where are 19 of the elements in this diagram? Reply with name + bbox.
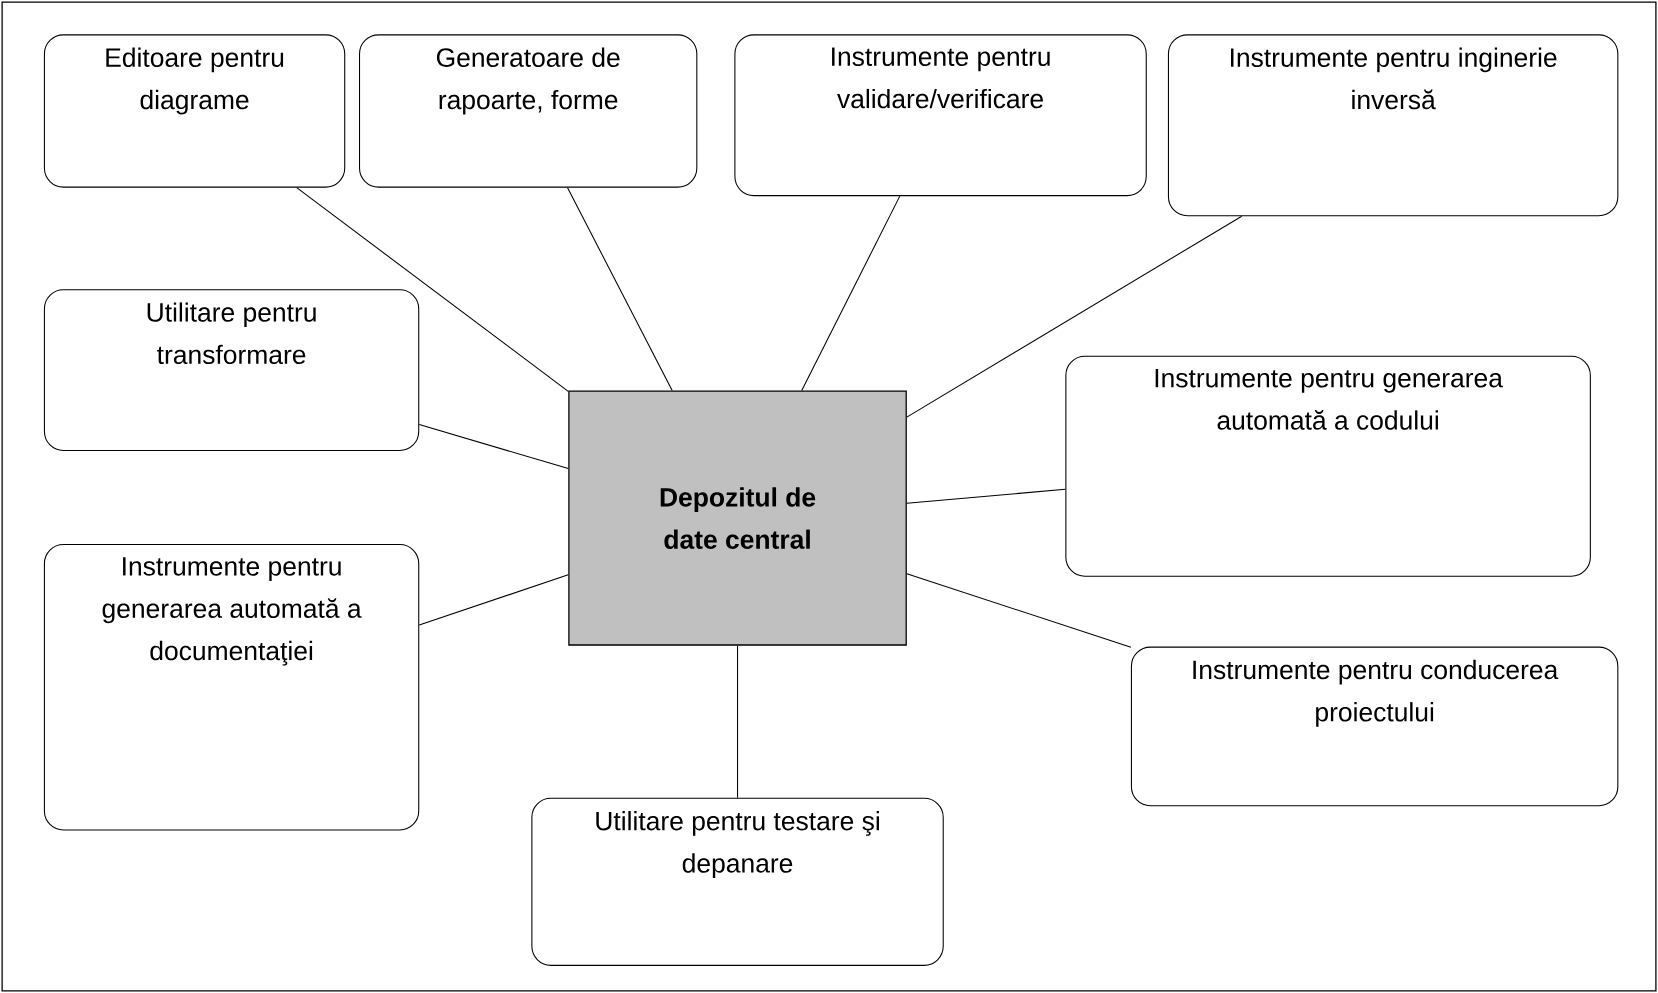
connector-line [418, 574, 569, 626]
tool-box: Editoare pentru diagrame [43, 34, 346, 188]
tool-box: Instrumente pentru conducerea proiectului [1130, 646, 1619, 807]
connector-line [906, 573, 1132, 648]
tool-box: Utilitare pentru testare şi depanare [531, 797, 944, 966]
tool-box: Instrumente pentru validare/verificare [734, 34, 1147, 197]
tool-box: Instrumente pentru generarea automată a codului [1065, 355, 1591, 577]
tool-box: Generatoare de rapoarte, forme [359, 34, 698, 188]
tool-box: Instrumente pentru inginerie inversă [1167, 34, 1619, 217]
connector-line [296, 187, 569, 392]
tool-box: Instrumente pentru generarea automată a documentaţiei [43, 544, 420, 831]
connector-line [906, 488, 1066, 504]
central-box: Depozitul de date central [568, 390, 907, 646]
connector-line [906, 215, 1243, 418]
connector-line [418, 424, 569, 470]
tool-box: Utilitare pentru transformare [43, 289, 420, 451]
connector-line [567, 187, 673, 392]
connector-line [737, 645, 739, 799]
connector-line [801, 195, 901, 392]
